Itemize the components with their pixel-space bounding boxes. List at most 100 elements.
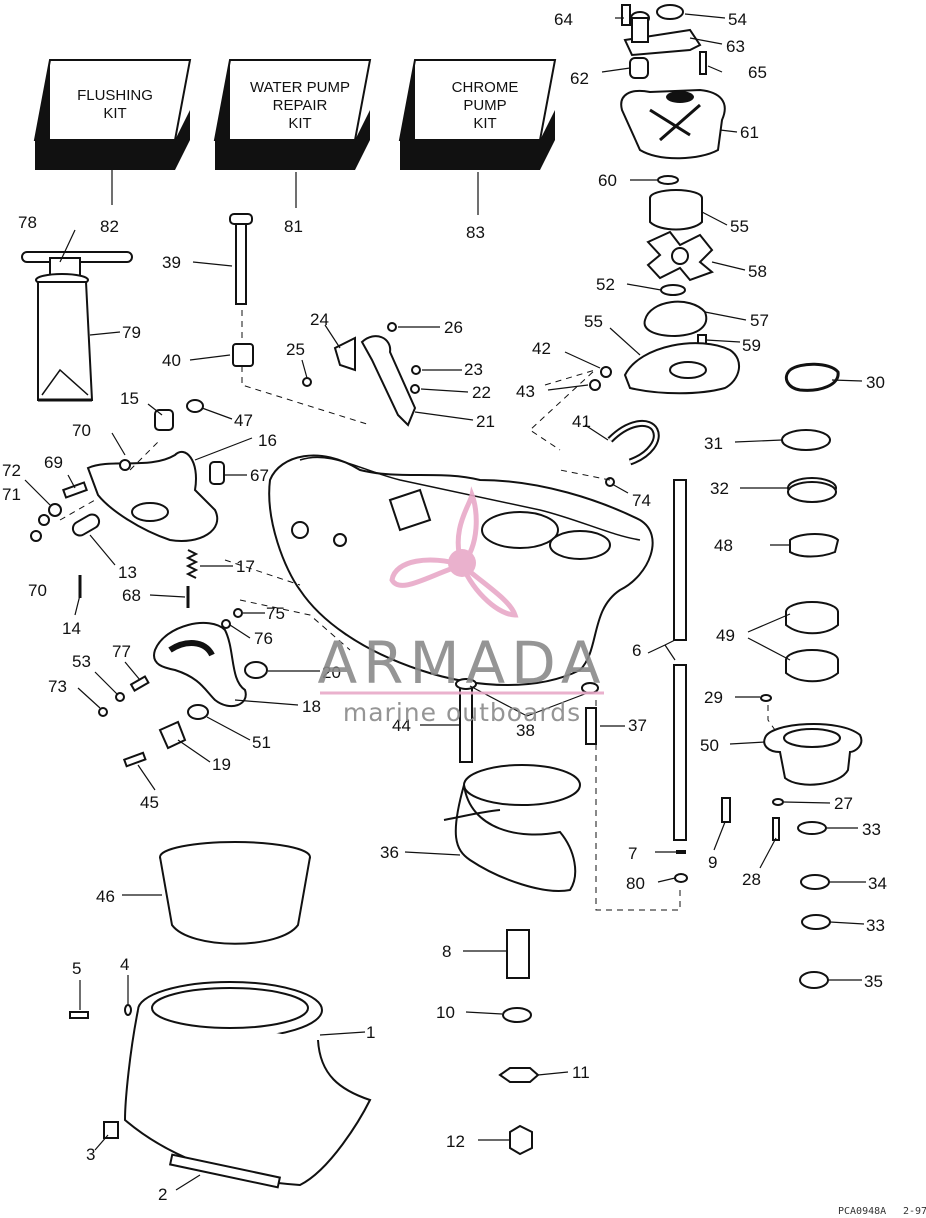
callout-75: 75 <box>266 604 285 623</box>
bolt-69 <box>62 481 88 499</box>
callout-30: 30 <box>866 373 885 392</box>
callout-18: 18 <box>302 697 321 716</box>
nut-70a <box>119 459 131 471</box>
callout-19: 19 <box>212 755 231 774</box>
callout-14: 14 <box>62 619 81 638</box>
tab-washer-11 <box>498 1067 540 1083</box>
callout-46: 46 <box>96 887 115 906</box>
nut-70b <box>30 530 42 542</box>
callout-71: 71 <box>2 485 21 504</box>
callout-64: 64 <box>554 10 573 29</box>
callout-40: 40 <box>162 351 181 370</box>
hose-41 <box>607 419 660 466</box>
callout-73: 73 <box>48 677 67 696</box>
callout-83: 83 <box>466 223 485 242</box>
retainer-48 <box>789 533 840 558</box>
callout-77: 77 <box>112 642 131 661</box>
callout-67: 67 <box>250 466 269 485</box>
screw-77 <box>129 675 150 692</box>
callout-22: 22 <box>472 383 491 402</box>
callout-34: 34 <box>868 874 887 893</box>
callout-24: 24 <box>310 310 329 329</box>
washer-10 <box>502 1007 532 1023</box>
water-pump-kit-label-3: KIT <box>288 115 311 132</box>
pin-67 <box>209 461 225 485</box>
pump-cover-63 <box>623 4 702 57</box>
bearing-49 <box>785 601 839 683</box>
screw-5 <box>69 1011 89 1019</box>
key-9 <box>721 797 731 823</box>
spring-17 <box>185 549 199 579</box>
callout-31: 31 <box>704 434 723 453</box>
propeller-logo-icon <box>389 486 519 618</box>
screw-25 <box>302 377 312 387</box>
nozzle-46 <box>159 841 311 945</box>
washer-22 <box>410 384 420 394</box>
grommet-62 <box>629 57 649 79</box>
callout-55b: 55 <box>584 312 603 331</box>
block-19 <box>158 720 187 750</box>
callout-1: 1 <box>366 1023 375 1042</box>
callout-70a: 70 <box>72 421 91 440</box>
washer-76 <box>221 619 231 629</box>
callout-4: 4 <box>120 955 129 974</box>
callout-9: 9 <box>708 853 717 872</box>
seal-32 <box>787 477 837 503</box>
callout-36: 36 <box>380 843 399 862</box>
footer-part-code: PCA0948A <box>838 1206 886 1217</box>
callout-72: 72 <box>2 461 21 480</box>
callout-60: 60 <box>598 171 617 190</box>
flushing-kit-label-2: KIT <box>103 105 126 122</box>
callout-80: 80 <box>626 874 645 893</box>
screw-65 <box>699 51 707 75</box>
nut-75 <box>233 608 243 618</box>
screw-42 <box>600 366 612 378</box>
callout-65: 65 <box>748 63 767 82</box>
callout-33b: 33 <box>866 916 885 935</box>
impeller-cup-55a <box>649 189 703 231</box>
callout-49: 49 <box>716 626 735 645</box>
callout-28: 28 <box>742 870 761 889</box>
callout-50: 50 <box>700 736 719 755</box>
callout-35: 35 <box>864 972 883 991</box>
callout-79: 79 <box>122 323 141 342</box>
bolt-39 <box>229 213 253 305</box>
callout-69: 69 <box>44 453 63 472</box>
screw-26 <box>387 322 397 332</box>
nut-29 <box>760 694 772 702</box>
callout-33a: 33 <box>862 820 881 839</box>
callout-11: 11 <box>572 1063 590 1082</box>
callout-55a: 55 <box>730 217 749 236</box>
callout-23: 23 <box>464 360 483 379</box>
callout-17: 17 <box>236 557 255 576</box>
screw-64 <box>621 4 631 26</box>
clip-24 <box>333 336 356 372</box>
callout-39: 39 <box>162 253 181 272</box>
outlet-housing-1 <box>123 981 372 1187</box>
callout-82: 82 <box>100 217 119 236</box>
water-pump-kit-label-1: WATER PUMP <box>250 79 350 96</box>
oring-27 <box>772 798 784 806</box>
washer-47 <box>186 399 204 413</box>
callout-70b: 70 <box>28 581 47 600</box>
callout-59: 59 <box>742 336 761 355</box>
washer-71 <box>38 514 50 526</box>
oring-31 <box>781 429 831 451</box>
washer-33a <box>797 821 827 835</box>
callout-10: 10 <box>436 1003 455 1022</box>
pump-housing-61 <box>620 88 726 160</box>
callout-29: 29 <box>704 688 723 707</box>
watermark-subtitle: marine outboards <box>343 698 581 727</box>
callout-37: 37 <box>628 716 647 735</box>
sleeve-8 <box>506 929 530 979</box>
chrome-pump-kit-label-1: CHROME <box>452 79 519 96</box>
callout-57: 57 <box>750 311 769 330</box>
sleeve-40 <box>232 343 254 367</box>
callout-13: 13 <box>118 563 137 582</box>
nut-12 <box>509 1124 533 1156</box>
callout-32: 32 <box>710 479 729 498</box>
bushing-15 <box>154 409 174 431</box>
callout-52: 52 <box>596 275 615 294</box>
washer-43 <box>589 379 601 391</box>
callout-53: 53 <box>72 652 91 671</box>
